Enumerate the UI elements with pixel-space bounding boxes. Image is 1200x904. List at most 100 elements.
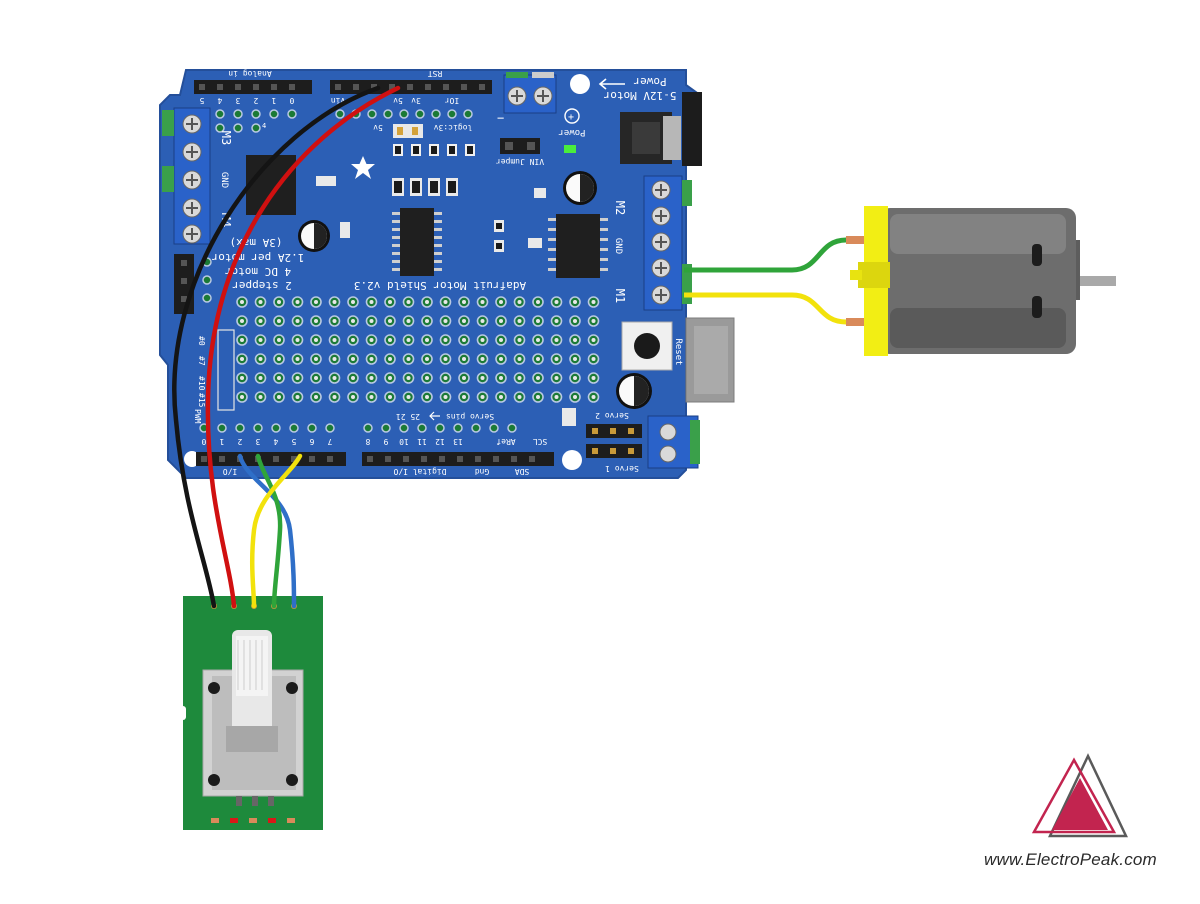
analog-pin-label: 4 [217, 96, 222, 105]
digital-io-left-label: I/O [223, 467, 238, 476]
feature-current: 1.2A per motor [211, 251, 304, 264]
vin-jumper-label: VIN Jumper [496, 157, 544, 166]
proto-hole-center [369, 319, 374, 323]
rotary-encoder-module [178, 596, 323, 830]
aref-label: ARef [496, 437, 515, 446]
digital-pin-label: 11 [417, 437, 427, 446]
proto-hole-center [240, 376, 244, 380]
proto-hole-center [591, 376, 596, 380]
proto-hole-center [332, 376, 337, 380]
wire-green [255, 453, 283, 609]
digital-header-left [196, 452, 346, 466]
proto-hole-center [573, 357, 577, 361]
rst-label: RST [428, 69, 443, 78]
capacitor [563, 171, 597, 205]
proto-hole-center [369, 300, 374, 304]
proto-hole-center [369, 357, 374, 361]
feature-dc-motors: 4 DC motor [225, 265, 292, 278]
capacitor [616, 373, 652, 409]
power-title: Power [633, 75, 666, 88]
proto-hole-center [591, 300, 596, 304]
proto-hole-center [277, 338, 281, 342]
scl-label: SCL [533, 437, 548, 446]
reset-button-cap[interactable] [634, 333, 660, 359]
5v-label: 5v [393, 96, 403, 105]
proto-hole-center [536, 376, 540, 380]
digital-pin-label: 9 [383, 437, 388, 446]
proto-hole-center [425, 376, 429, 380]
proto-hole-center [332, 300, 337, 304]
proto-hole-center [351, 357, 355, 361]
proto-hole-center [462, 395, 466, 399]
proto-hole-center [332, 357, 337, 361]
proto-hole-center [536, 357, 540, 361]
proto-hole-center [406, 319, 411, 323]
proto-hole-center [591, 357, 596, 361]
encoder-pin-pads [211, 818, 295, 823]
digital-pin-label: 2 [237, 437, 242, 446]
proto-hole-center [517, 357, 522, 361]
digital-pin-label: 4 [273, 437, 278, 446]
proto-hole-center [406, 300, 411, 304]
digital-pin-label: 12 [435, 437, 445, 446]
proto-hole-center [536, 300, 540, 304]
proto-hole-center [258, 395, 263, 399]
proto-hole-center [258, 376, 263, 380]
proto-hole-center [462, 357, 466, 361]
servo-1-label: Servo 1 [605, 464, 639, 473]
watermark-text: www.ElectroPeak.com [984, 850, 1157, 869]
proto-hole-center [351, 376, 355, 380]
3v-label: 3v [411, 96, 421, 105]
sda-label: SDA [515, 467, 530, 476]
shield-title: Adafruit Motor Shield v2.3 [354, 279, 526, 292]
analog-pin-label: 2 [253, 96, 258, 105]
proto-hole-center [351, 300, 355, 304]
proto-hole-center [573, 319, 577, 323]
proto-hole-center [258, 319, 263, 323]
proto-hole-center [314, 338, 318, 342]
proto-hole-center [443, 300, 448, 304]
proto-hole-center [332, 338, 337, 342]
proto-hole-center [406, 395, 411, 399]
wire-black-gnd [172, 85, 381, 609]
proto-hole-center [425, 357, 429, 361]
proto-hole-center [462, 376, 466, 380]
proto-hole-center [388, 357, 392, 361]
digital-pin-label: 0 [201, 437, 206, 446]
motor-wire-yellow [684, 292, 847, 325]
proto-hole-center [277, 357, 281, 361]
proto-hole-center [462, 300, 466, 304]
svg-text:+: + [568, 112, 574, 123]
small-pin-label: 4 [262, 122, 266, 130]
proto-hole-center [573, 376, 577, 380]
power-motor-label: 5-12V Motor [603, 89, 676, 102]
wire-yellow [249, 453, 303, 609]
proto-hole-center [591, 338, 596, 342]
proto-hole-center [351, 319, 355, 323]
analog-pin-label: 3 [235, 96, 240, 105]
logic-label: logic:3v [434, 123, 473, 132]
motor-terminal [846, 318, 864, 326]
proto-hole-center [314, 319, 318, 323]
proto-hole-center [240, 357, 244, 361]
feature-steppers: 2 stepper [232, 279, 292, 292]
proto-hole-center [240, 300, 244, 304]
servo-2-label: Servo 2 [595, 411, 629, 420]
feature-max: (3A max) [230, 236, 283, 249]
proto-hole-center [499, 376, 503, 380]
proto-hole-center [517, 319, 522, 323]
proto-hole-center [499, 357, 503, 361]
digital-pin-label: 3 [255, 437, 260, 446]
proto-hole-center [517, 395, 522, 399]
analog-pin-label: 1 [271, 96, 276, 105]
power-led [564, 145, 576, 153]
proto-hole-center [499, 338, 503, 342]
proto-hole-center [295, 319, 300, 323]
proto-hole-center [443, 319, 448, 323]
motor-wire-green [684, 237, 847, 273]
proto-hole-center [295, 395, 300, 399]
driver-chip-2 [556, 214, 600, 278]
dc-jack [682, 92, 702, 166]
